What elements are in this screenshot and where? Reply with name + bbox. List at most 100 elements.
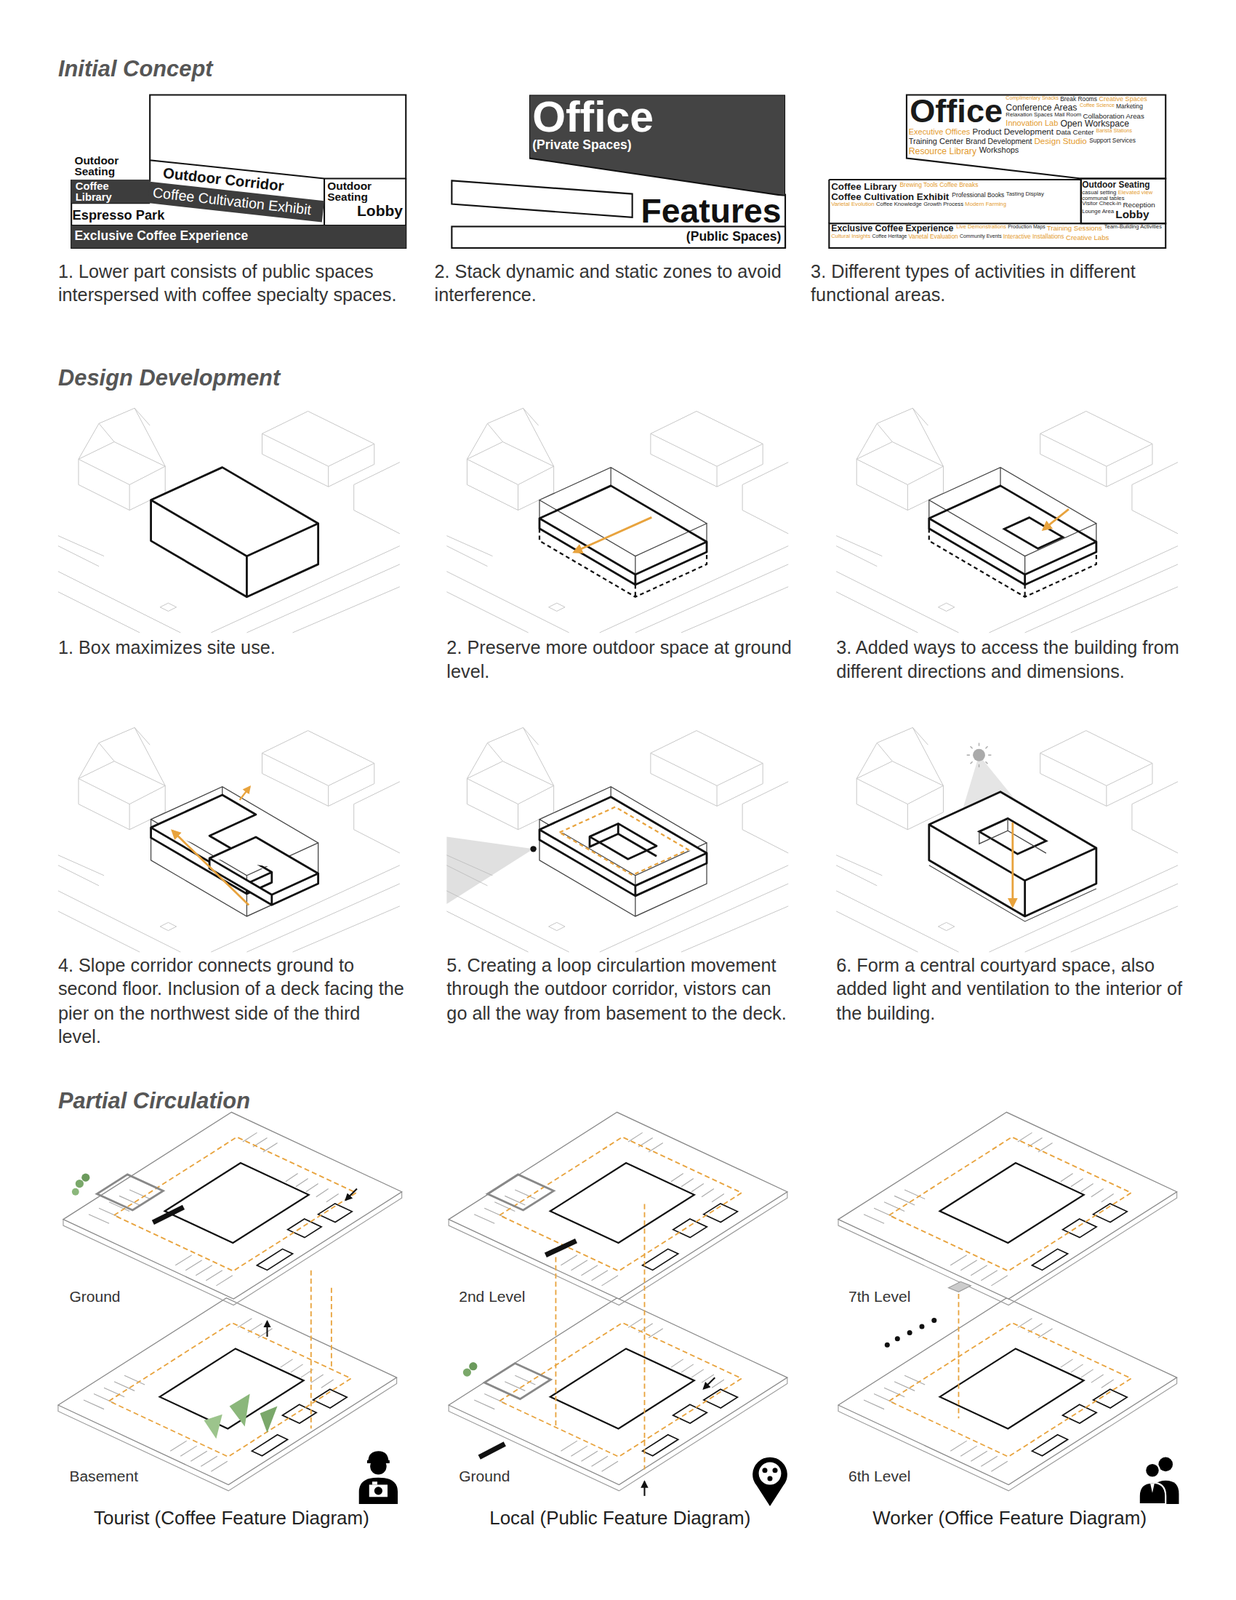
cloud-word: Production Maps — [1007, 224, 1045, 230]
massing-sketch — [836, 407, 1178, 633]
cloud-word: Lobby — [1115, 208, 1149, 221]
section-heading: Design Development — [58, 364, 280, 392]
cloud-word: Product Development — [972, 128, 1054, 138]
diagram-caption: Tourist (Coffee Feature Diagram) — [58, 1506, 405, 1530]
cloud-word: Coffee Library — [831, 181, 897, 192]
concept-outline — [71, 94, 406, 248]
cloud-word: Coffee Heritage — [871, 234, 907, 240]
cloud-word: casual setting — [1081, 189, 1117, 196]
space-label: Features — [607, 194, 781, 228]
cloud-word: Professional Books — [951, 191, 1005, 199]
step-caption: 1. Lower part consists of public spaces … — [58, 260, 411, 309]
cloud-word: Team-Building Activities — [1104, 224, 1162, 231]
cloud-word: Complimentary Snacks — [1005, 95, 1059, 102]
node-text: (Private Spaces) — [532, 138, 783, 152]
tourist-icon — [359, 1450, 398, 1504]
step-caption: 1. Box maximizes site use. — [58, 636, 405, 661]
step-caption: 3. Added ways to access the building fro… — [836, 636, 1183, 685]
cloud-word: Community Events — [959, 234, 1002, 240]
node-text: Exclusive Coffee Experience — [74, 228, 403, 244]
floor-plan-axonometric — [58, 1111, 1178, 1491]
cloud-word: Marketing — [1116, 102, 1143, 110]
cloud-word: Executive Offices — [908, 128, 970, 138]
cloud-word: Collaboration Areas — [1082, 111, 1144, 120]
cloud-word: Training Center — [908, 137, 964, 147]
massing-sketch — [446, 727, 789, 952]
cloud-word: Coffee Cultivation Exhibit — [831, 191, 949, 203]
public-band: (Public Spaces) — [451, 226, 786, 248]
cloud-word: Creative Spaces — [1098, 95, 1147, 103]
floor-label: 7th Level — [848, 1287, 911, 1306]
step-caption: 2. Preserve more outdoor space at ground… — [446, 636, 794, 685]
cloud-word: Brand Development — [965, 137, 1032, 146]
cloud-word: Exclusive Coffee Experience — [831, 224, 954, 235]
cloud-word: Reception — [1122, 201, 1155, 209]
cloud-word: Varietal Evaluation — [908, 234, 958, 241]
floor-label: Ground — [458, 1467, 510, 1486]
step-caption: 5. Creating a loop circulartion movement… — [446, 953, 794, 1026]
word-cloud-box: Coffee LibraryBrewing ToolsCoffee Breaks… — [831, 181, 1079, 223]
cloud-word: Elevated view — [1118, 189, 1154, 196]
cloud-word: Coffee Knowledge — [876, 202, 922, 208]
cloud-word: Training Sessions — [1046, 224, 1103, 232]
word-cloud-box: Exclusive Coffee ExperienceLive Demonstr… — [831, 224, 1164, 248]
cloud-word: Support Services — [1089, 137, 1136, 144]
cloud-word: Brewing Tools — [899, 181, 938, 189]
massing-sketch — [836, 727, 1178, 952]
section-heading: Partial Circulation — [58, 1087, 251, 1115]
lobby-box: Outdoor SeatingLobby — [324, 178, 406, 227]
node-text: Lobby — [327, 202, 403, 219]
cloud-word: communal tables — [1081, 195, 1125, 202]
cloud-word: Barista Stations — [1095, 128, 1133, 134]
floor-label: Ground — [69, 1287, 120, 1306]
plan-details — [71, 1173, 971, 1496]
cloud-word: Resource Library — [908, 146, 977, 157]
cloud-word: Break Rooms — [1060, 95, 1098, 103]
cloud-word: Mail Room — [1054, 111, 1082, 118]
step-caption: 6. Form a central courtyard space, also … — [836, 953, 1183, 1026]
floor-label: 6th Level — [848, 1467, 911, 1486]
cloud-word: Office — [909, 95, 1003, 128]
concept-outline — [828, 94, 1166, 248]
step-caption: 4. Slope corridor connects ground to sec… — [58, 953, 405, 1050]
cloud-word: Interactive Installations — [1003, 234, 1065, 241]
cloud-word: Relaxation Spaces — [1005, 111, 1053, 118]
step-caption: 2. Stack dynamic and static zones to avo… — [434, 260, 787, 309]
cloud-word: Creative Labs — [1065, 234, 1109, 242]
massing-sketch — [446, 407, 789, 633]
word-cloud-box: Outdoor Seatingcasual settingElevated vi… — [1081, 180, 1165, 223]
space-label: Outdoor Seating — [74, 154, 138, 178]
cloud-word: Data Center — [1055, 128, 1094, 136]
cloud-word: Growth Process — [923, 202, 964, 208]
diagram-caption: Worker (Office Feature Diagram) — [836, 1506, 1183, 1530]
program-band: Coffee Library — [71, 179, 150, 203]
office-block: Office(Private Spaces) — [529, 94, 786, 196]
cloud-word: Innovation Lab — [1005, 119, 1058, 128]
floor-label: 2nd Level — [458, 1287, 525, 1306]
cloud-word: Coffee Breaks — [939, 181, 978, 189]
cloud-word: Open Workspace — [1060, 119, 1130, 129]
cloud-word: Tasting Display — [1006, 191, 1045, 198]
space-label: Espresso Park — [72, 207, 166, 224]
section-heading: Initial Concept — [58, 55, 214, 83]
concept-outline — [451, 180, 786, 248]
cloud-word: Coffee Science — [1079, 102, 1115, 108]
cloud-word: Visitor Check-in — [1081, 201, 1122, 208]
cloud-word: Cultural Insights — [831, 234, 871, 240]
massing-sketch — [58, 727, 400, 952]
cloud-word: Live Demonstrations — [956, 224, 1007, 231]
diagram-caption: Local (Public Feature Diagram) — [446, 1506, 794, 1530]
floor-label: Basement — [69, 1467, 139, 1486]
cloud-word: Design Studio — [1033, 137, 1087, 147]
node-text: (Public Spaces) — [455, 229, 781, 246]
node-text: Outdoor Seating — [327, 180, 403, 203]
cloud-word: Lounge Area — [1081, 208, 1114, 215]
cloud-word: Varietal Evolution — [831, 202, 874, 208]
cloud-word: Modern Farming — [964, 202, 1007, 208]
word-cloud-box: OfficeComplimentary SnacksBreak RoomsCre… — [908, 95, 1165, 157]
program-band: Exclusive Coffee Experience — [71, 225, 406, 248]
step-caption: 3. Different types of activities in diff… — [810, 260, 1178, 309]
cloud-word: Outdoor Seating — [1081, 180, 1150, 190]
